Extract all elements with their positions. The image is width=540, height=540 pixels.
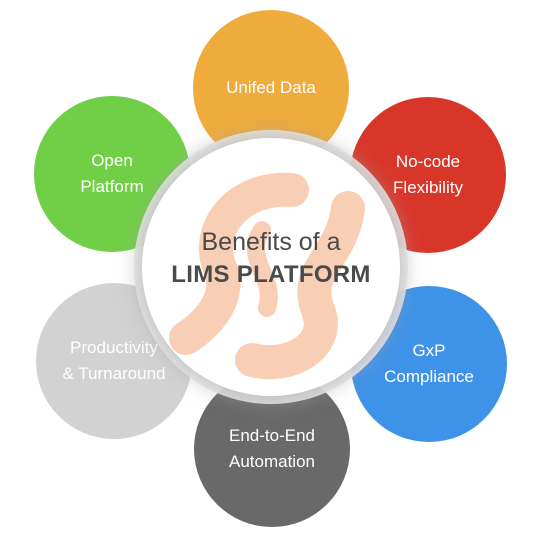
benefit-label: Unifed Data: [226, 78, 316, 97]
benefit-no-code-flexibility: No-code Flexibility: [350, 97, 506, 253]
center-title-line1: Benefits of a: [201, 228, 341, 256]
benefit-label: Open Platform: [80, 151, 144, 196]
center-title: Benefits of a LIMS PLATFORM: [142, 225, 400, 291]
benefit-label: GxP Compliance: [384, 341, 474, 386]
center-hub: [142, 138, 400, 396]
benefit-label: Productivity & Turnaround: [62, 338, 166, 383]
benefit-label: End-to-End Automation: [229, 426, 315, 471]
benefit-label: No-code Flexibility: [393, 152, 463, 197]
benefit-end-to-end-automation: End-to-End Automation: [194, 371, 350, 527]
stylized-s-logo-icon: [169, 172, 365, 380]
center-title-line2: LIMS PLATFORM: [171, 261, 371, 288]
